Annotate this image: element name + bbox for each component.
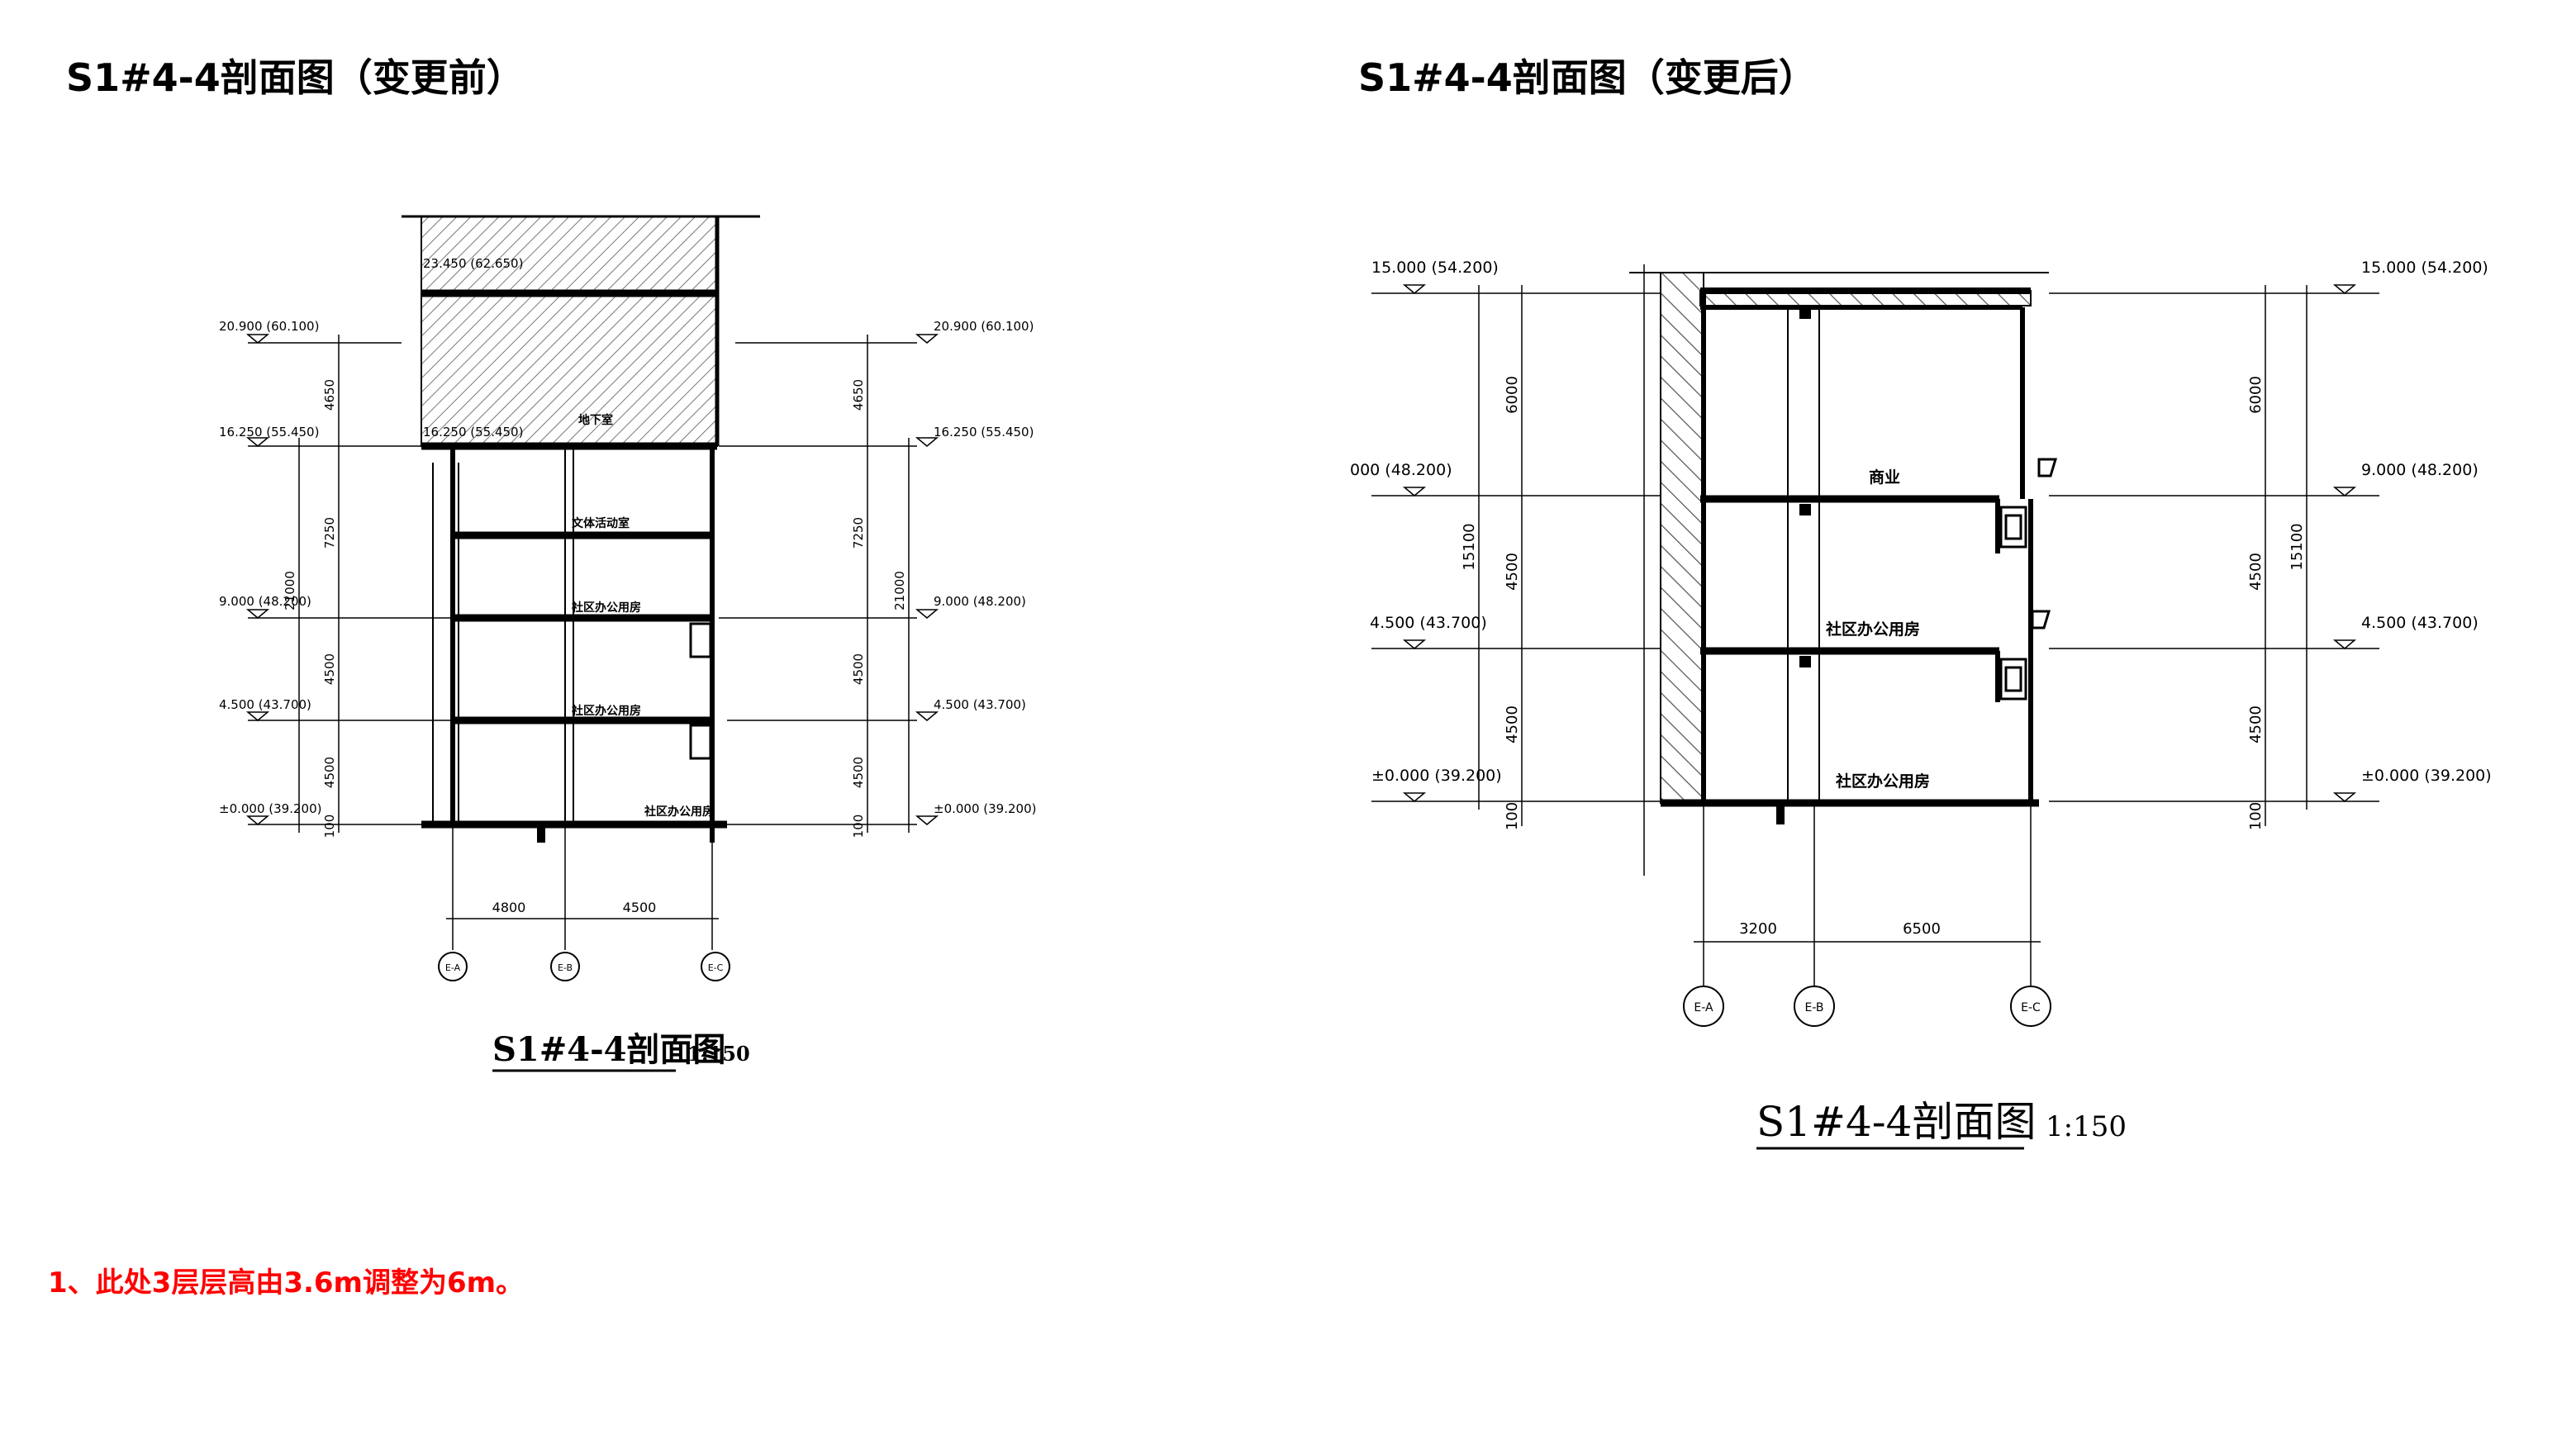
after-dim-v-r4: 100 (2247, 802, 2265, 830)
after-drawing-scale: 1:150 (2046, 1110, 2127, 1143)
before-dim-total-r: 21000 (892, 571, 907, 610)
after-elev-r-1: 15.000 (54.200) (2361, 259, 2488, 277)
after-room-office-1f: 社区办公用房 (1835, 772, 1930, 791)
before-section-title: S1#4-4剖面图（变更前） (66, 55, 525, 100)
before-elev-r-2: 16.250 (55.450) (934, 425, 1034, 439)
after-axis-c: E-C (2021, 1001, 2041, 1014)
before-elev-l-5: ±0.000 (39.200) (219, 801, 321, 816)
before-dim-v-r1: 4650 (851, 379, 866, 411)
after-elev-l-2: 000 (48.200) (1350, 461, 1452, 479)
before-dim-h-1: 4800 (492, 900, 526, 915)
after-elev-l-3: 4.500 (43.700) (1370, 614, 1487, 632)
after-section-drawing: 3200 6500 E-A E-B E-C 15.000 (54.200) 00… (1350, 259, 2492, 1150)
before-room-4: 社区办公用房 (644, 805, 714, 819)
after-dim-v-3: 4500 (1504, 705, 1521, 744)
after-dim-total-r: 15100 (2288, 523, 2306, 570)
before-dim-v-r2: 7250 (851, 517, 866, 549)
before-elev-r-4: 4.500 (43.700) (934, 697, 1026, 712)
after-elev-r-2: 9.000 (48.200) (2361, 461, 2479, 479)
before-dim-v-r5: 100 (851, 815, 866, 839)
earth-fill-before (421, 216, 718, 447)
before-room-basement: 地下室 (578, 413, 613, 427)
before-elev-r-3: 9.000 (48.200) (934, 594, 1026, 609)
before-axis-c: E-C (708, 962, 724, 973)
before-room-3: 社区办公用房 (571, 704, 641, 718)
before-dim-total: 21000 (283, 571, 297, 610)
after-drawing-title: S1#4-4剖面图 (1756, 1098, 2036, 1146)
before-top-level: 23.450 (62.650) (423, 256, 523, 271)
before-axis-b: E-B (558, 962, 573, 973)
before-elev-l-3: 9.000 (48.200) (219, 594, 311, 609)
change-note: 1、此处3层层高由3.6m调整为6m。 (48, 1266, 525, 1299)
after-dim-v-r3: 4500 (2247, 705, 2265, 744)
before-drawing-scale: 1:150 (687, 1042, 750, 1066)
before-room-2: 社区办公用房 (571, 601, 641, 615)
after-section-title: S1#4-4剖面图（变更后） (1358, 55, 1817, 100)
before-dim-v-1: 4650 (322, 379, 337, 411)
after-axis-b: E-B (1804, 1001, 1823, 1014)
before-dim-v-r3: 4500 (851, 653, 866, 685)
before-elev-l-4: 4.500 (43.700) (219, 697, 311, 712)
after-elev-r-4: ±0.000 (39.200) (2361, 767, 2492, 785)
before-section-drawing: 4800 4500 E-A E-B E-C 20.900 (60.100) 16… (219, 215, 1036, 1072)
before-dim-v-r4: 4500 (851, 757, 866, 788)
after-dim-total: 15100 (1461, 523, 1478, 570)
before-elev-r-5: ±0.000 (39.200) (934, 801, 1036, 816)
before-room-1: 文体活动室 (572, 516, 630, 530)
after-dim-v-r1: 6000 (2247, 376, 2265, 414)
before-dim-v-3: 4500 (322, 653, 337, 685)
before-elev-l-1: 20.900 (60.100) (219, 319, 319, 334)
after-dim-v-2: 4500 (1504, 553, 1521, 591)
before-axis-a: E-A (445, 962, 461, 973)
after-dim-v-r2: 4500 (2247, 553, 2265, 591)
before-drawing-title: S1#4-4剖面图 (492, 1030, 726, 1069)
after-elev-l-4: ±0.000 (39.200) (1371, 767, 1502, 785)
before-dim-v-4: 4500 (322, 757, 337, 788)
before-dim-h-2: 4500 (623, 900, 657, 915)
after-dim-v-1: 6000 (1504, 376, 1521, 414)
after-elev-r-3: 4.500 (43.700) (2361, 614, 2479, 632)
before-elev-l-2: 16.250 (55.450) (219, 425, 319, 439)
before-interior-level: 16.250 (55.450) (423, 425, 523, 439)
before-elev-r-1: 20.900 (60.100) (934, 319, 1034, 334)
before-dim-v-5: 100 (322, 815, 337, 839)
before-dim-v-2: 7250 (322, 517, 337, 549)
after-axis-a: E-A (1694, 1001, 1713, 1014)
earth-fill-after (1660, 272, 1704, 804)
after-dim-h-1: 3200 (1739, 920, 1777, 938)
after-room-office-2f: 社区办公用房 (1825, 620, 1920, 639)
after-elev-l-1: 15.000 (54.200) (1371, 259, 1499, 277)
after-dim-v-4: 100 (1504, 802, 1521, 830)
after-room-commercial: 商业 (1869, 468, 1900, 487)
after-dim-h-2: 6500 (1903, 920, 1941, 938)
